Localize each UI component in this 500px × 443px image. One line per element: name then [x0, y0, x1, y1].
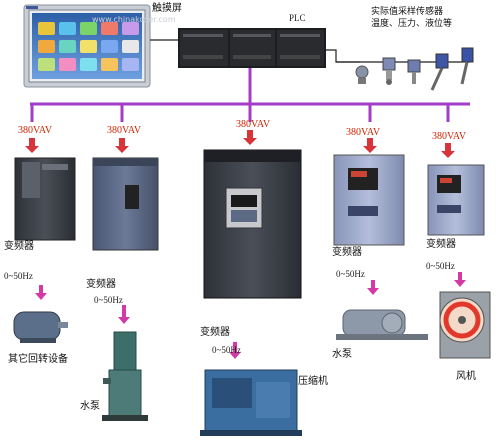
lcd-tile: [122, 40, 139, 53]
load-4-label: 水泵: [332, 349, 352, 360]
sensor-icon: [382, 57, 396, 85]
sensor-label-line2: 温度、压力、液位等: [371, 19, 453, 29]
lcd-tile: [80, 22, 97, 35]
lcd-tile: [59, 58, 76, 71]
inverter-2-label: 变频器: [86, 279, 116, 290]
inverter-icon: [14, 157, 76, 241]
inverter-1-power: 380VAV: [18, 125, 53, 136]
inverter-4-label: 变频器: [332, 247, 362, 258]
watermark: www.chinakoser.com: [92, 15, 176, 24]
lcd-tile: [59, 22, 76, 35]
lcd-tile: [38, 22, 55, 35]
pump-icon: [336, 309, 428, 340]
sensor-icon: [460, 47, 474, 85]
plc-label: PLC: [289, 13, 306, 23]
sensor-icon: [430, 53, 449, 91]
load-3-label: 压缩机: [298, 376, 328, 387]
inverter-icon: [333, 154, 405, 246]
compressor-icon: [200, 369, 302, 436]
inverter-3-label: 变频器: [200, 327, 230, 338]
power-bus: [30, 68, 470, 122]
lcd-tile: [101, 58, 118, 71]
touchscreen-label: 触摸屏: [152, 3, 182, 14]
load-1-label: 其它回转设备: [8, 354, 68, 365]
lcd-tile: [101, 40, 118, 53]
lcd-tile: [122, 58, 139, 71]
output-arrows: [35, 272, 466, 359]
lcd-tile: [38, 40, 55, 53]
inverter-5-power: 380VAV: [432, 131, 467, 142]
power-input-arrows: [25, 130, 455, 158]
plc-module-icon: [178, 28, 326, 68]
inverter-1-label: 变频器: [4, 241, 34, 252]
lcd-tile: [101, 22, 118, 35]
load-5-label: 风机: [456, 371, 476, 382]
motor-icon: [13, 311, 68, 343]
fan-icon: [439, 291, 491, 359]
lcd-tile: [38, 58, 55, 71]
inverter-3-freq: 0~50Hz: [212, 345, 241, 355]
load-2-label: 水泵: [80, 401, 100, 412]
inverter-2-freq: 0~50Hz: [94, 295, 123, 305]
lcd-tile: [80, 58, 97, 71]
inverter-icon: [203, 149, 302, 299]
inverter-2-power: 380VAV: [107, 125, 142, 136]
inverter-4-freq: 0~50Hz: [336, 269, 365, 279]
inverter-3-power: 380VAV: [236, 119, 271, 130]
inverter-5-label: 变频器: [426, 239, 456, 250]
inverter-icon: [427, 164, 485, 236]
lcd-tile: [80, 40, 97, 53]
inverter-5-freq: 0~50Hz: [426, 261, 455, 271]
inverter-1-freq: 0~50Hz: [4, 271, 33, 281]
inverter-icon: [92, 157, 159, 251]
sensor-icons: [355, 47, 474, 91]
lcd-tile: [122, 22, 139, 35]
inverter-4-power: 380VAV: [346, 127, 381, 138]
sensor-icon: [355, 65, 369, 84]
sensor-label-line1: 实际值采样传感器: [371, 7, 444, 17]
lcd-tile: [59, 40, 76, 53]
sensor-icon: [407, 59, 421, 84]
pump-icon: [102, 331, 148, 421]
